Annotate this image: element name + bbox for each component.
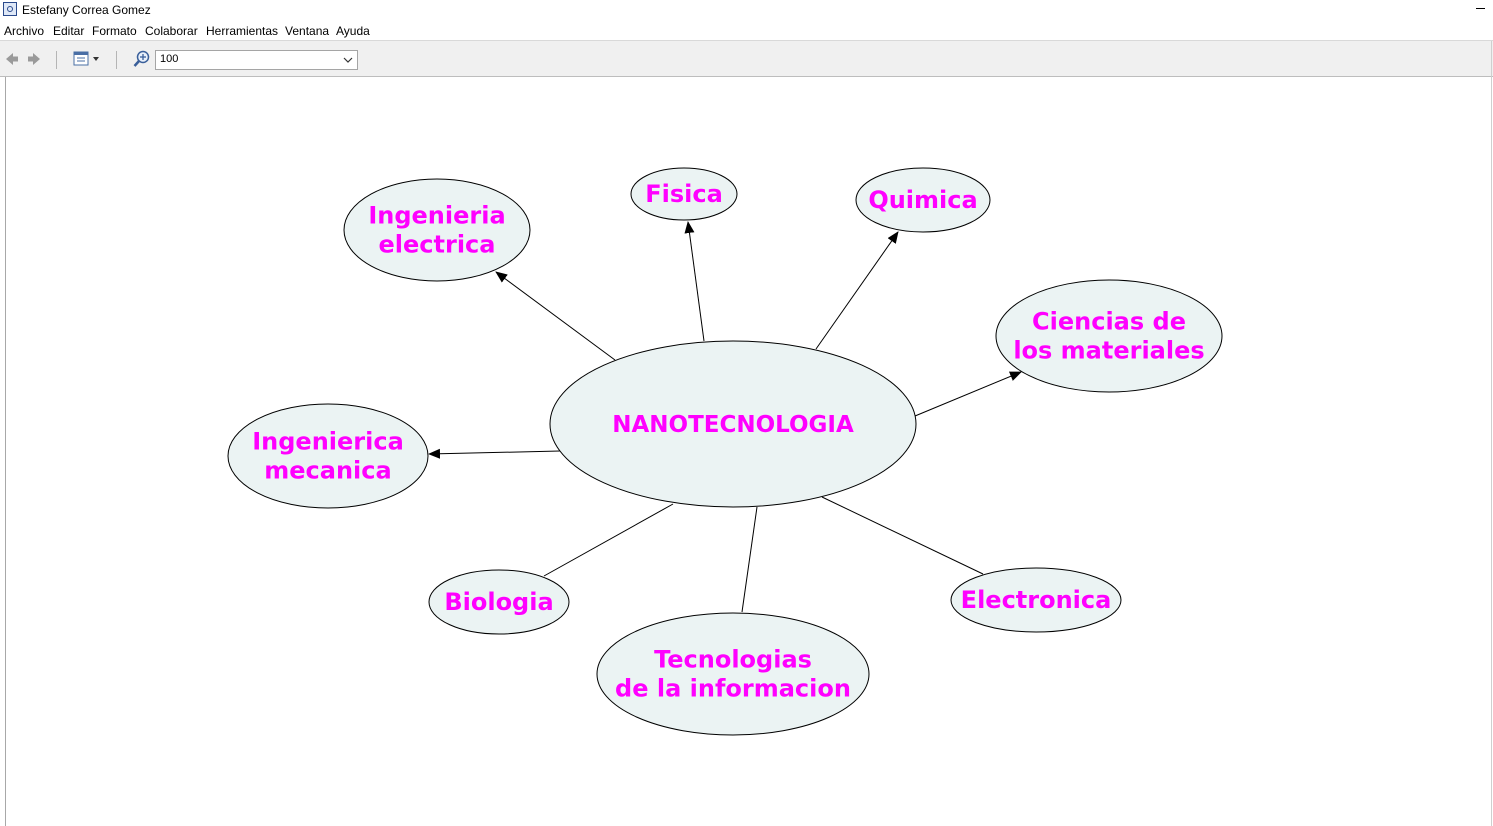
menu-ventana[interactable]: Ventana: [285, 24, 330, 38]
toolbar-divider: [56, 51, 57, 69]
node-label: Quimica: [868, 186, 977, 214]
node-label: los materiales: [1013, 337, 1204, 365]
concept-node-quimica[interactable]: Quimica: [855, 167, 991, 233]
zoom-value: 100: [160, 53, 179, 65]
menu-editar[interactable]: Editar: [53, 24, 85, 38]
connector-line-biologia: [543, 503, 674, 577]
view-grid-icon[interactable]: [73, 50, 103, 68]
menu-bar: Archivo Editar Formato Colaborar Herrami…: [0, 21, 1493, 40]
node-label: de la informacion: [615, 675, 851, 703]
node-label: mecanica: [264, 457, 391, 485]
node-label: Biologia: [444, 588, 553, 616]
concept-node-electronica[interactable]: Electronica: [950, 567, 1122, 633]
zoom-select[interactable]: 100: [155, 50, 358, 70]
node-label: NANOTECNOLOGIA: [612, 412, 854, 438]
node-label: Ingenieria: [368, 202, 505, 230]
node-label: Ciencias de: [1032, 308, 1186, 336]
arrow-left-icon[interactable]: [4, 51, 20, 67]
title-bar: Estefany Correa Gomez: [0, 0, 1493, 20]
menu-formato[interactable]: Formato: [92, 24, 137, 38]
menu-archivo[interactable]: Archivo: [4, 24, 45, 38]
menu-colaborar[interactable]: Colaborar: [145, 24, 198, 38]
arrow-right-icon[interactable]: [26, 51, 42, 67]
node-ellipse: [596, 612, 870, 736]
node-ellipse: [995, 279, 1223, 393]
node-label: Tecnologias: [654, 646, 812, 674]
node-label: Electronica: [961, 586, 1112, 614]
node-ellipse: [630, 167, 738, 221]
connector-line-quimica: [815, 231, 899, 350]
connector-line-ingenieria-electrica: [495, 271, 616, 361]
concept-node-center[interactable]: NANOTECNOLOGIA: [549, 340, 917, 508]
canvas-border: [5, 77, 6, 826]
toolbar-border: [0, 76, 1493, 77]
connector-line-tecnologias-informacion: [741, 506, 758, 613]
node-ellipse: [227, 403, 429, 509]
app-icon: [3, 2, 17, 16]
minimize-button[interactable]: [1476, 8, 1485, 9]
concept-node-biologia[interactable]: Biologia: [428, 569, 570, 635]
node-ellipse: [549, 340, 917, 508]
menu-separator: [0, 40, 1493, 41]
connector-line-ciencias-materiales: [914, 371, 1022, 417]
connector-line-electronica: [821, 496, 984, 575]
connector-line-ingenierica-mecanica: [428, 448, 561, 459]
zoom-in-icon[interactable]: [133, 50, 151, 68]
canvas-border: [1491, 41, 1492, 826]
chevron-down-icon: [343, 57, 353, 63]
concept-node-fisica[interactable]: Fisica: [630, 167, 738, 221]
node-label: Ingenierica: [252, 428, 404, 456]
node-label: electrica: [379, 231, 496, 259]
toolbar-divider: [116, 51, 117, 69]
connector-line-fisica: [684, 221, 705, 342]
menu-ayuda[interactable]: Ayuda: [336, 24, 370, 38]
node-ellipse: [343, 178, 531, 282]
window-title: Estefany Correa Gomez: [22, 3, 151, 17]
node-ellipse: [950, 567, 1122, 633]
node-label: Fisica: [645, 180, 723, 208]
node-ellipse: [855, 167, 991, 233]
menu-herramientas[interactable]: Herramientas: [206, 24, 279, 38]
node-ellipse: [428, 569, 570, 635]
toolbar: 100: [0, 41, 1493, 76]
